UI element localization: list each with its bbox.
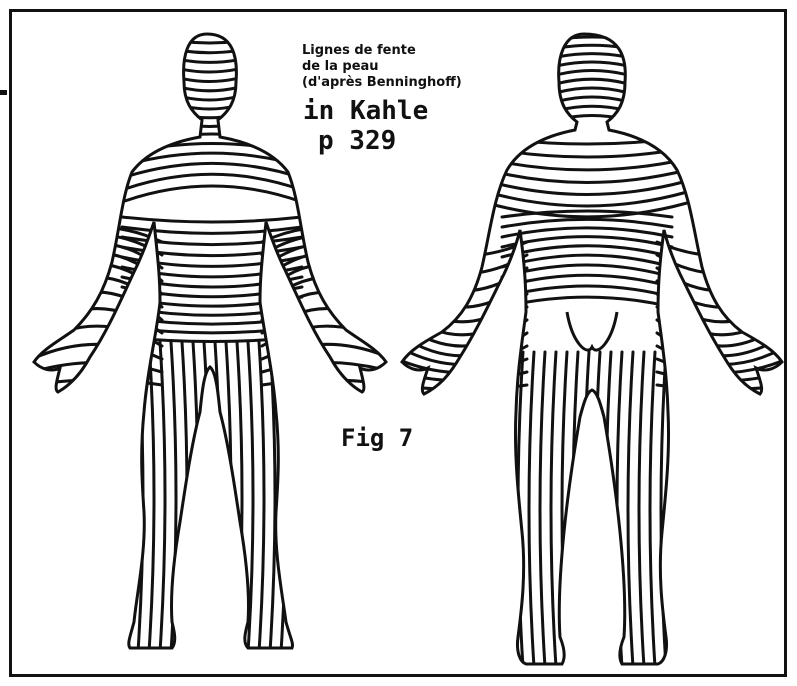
front-leg-line xyxy=(226,342,231,652)
back-arm-line xyxy=(397,242,527,256)
caption-line-3: (d'après Benninghoff) xyxy=(302,75,462,90)
back-head-line xyxy=(552,88,632,94)
front-leg-line xyxy=(149,342,154,652)
front-abdomen-line xyxy=(122,307,302,315)
front-chest-line xyxy=(122,174,302,190)
front-leg-line xyxy=(193,342,198,652)
front-abdomen-line xyxy=(122,267,302,277)
back-leg-line xyxy=(573,352,578,667)
front-chest-line xyxy=(122,186,302,202)
back-arm-line xyxy=(657,372,784,381)
caption-line-2: de la peau xyxy=(302,59,379,74)
figure-frame: Lignes de fente de la peau (d'après Benn… xyxy=(9,9,787,677)
caption-line-1: Lignes de fente xyxy=(302,43,416,58)
gluteal-detail xyxy=(567,312,617,350)
back-leg-line xyxy=(551,352,556,667)
margin-mark xyxy=(0,90,7,95)
back-leg-line xyxy=(650,352,655,667)
front-leg-line xyxy=(127,342,132,652)
back-shoulder-line xyxy=(487,137,687,144)
back-leg-line xyxy=(628,352,633,667)
front-leg-line xyxy=(204,342,209,652)
front-arm-line xyxy=(32,264,162,294)
back-head-line xyxy=(552,97,632,103)
front-arm-line xyxy=(262,380,392,385)
figure-label: Fig 7 xyxy=(341,424,413,452)
front-head-line xyxy=(172,40,247,43)
front-abdomen-line xyxy=(122,217,302,222)
back-arm-line xyxy=(397,372,527,381)
back-head-line xyxy=(552,79,632,85)
back-leg-line xyxy=(529,352,534,667)
front-head-line xyxy=(172,112,247,118)
front-abdomen-line xyxy=(122,327,302,333)
back-head-line xyxy=(552,62,632,67)
front-chest-line xyxy=(122,134,302,142)
front-leg-line xyxy=(292,342,297,652)
back-head-line xyxy=(552,116,632,121)
front-head-line xyxy=(172,49,247,53)
back-shoulder-line xyxy=(487,170,687,182)
front-abdomen-line xyxy=(122,317,302,324)
front-head-line xyxy=(172,103,247,109)
back-shoulder-line xyxy=(487,159,687,170)
front-arm-line xyxy=(262,309,392,333)
back-leg-line xyxy=(507,352,512,667)
back-arm-line xyxy=(397,294,527,322)
back-leg-line xyxy=(639,352,644,667)
front-arm-line xyxy=(32,253,162,281)
back-arm-line xyxy=(657,320,784,346)
back-head-line xyxy=(552,37,632,40)
page-reference: p 329 xyxy=(318,126,396,156)
front-arm-line xyxy=(262,277,392,307)
back-leg-line xyxy=(606,352,611,667)
back-arm-line xyxy=(397,320,527,346)
back-arm-line xyxy=(657,242,784,256)
front-leg-line xyxy=(259,342,264,652)
front-arm-line xyxy=(262,264,392,294)
back-arm-line xyxy=(397,281,527,307)
back-head-line xyxy=(552,71,632,76)
source-reference: in Kahle xyxy=(303,96,428,126)
back-head-line xyxy=(552,54,632,58)
front-head-line xyxy=(172,121,247,126)
back-arm-line xyxy=(397,268,527,291)
back-arm-line xyxy=(397,385,527,390)
front-leg-line xyxy=(237,342,242,652)
front-arm-line xyxy=(32,380,162,385)
back-arm-line xyxy=(657,268,784,291)
front-chest-line xyxy=(122,163,302,178)
back-waist-line xyxy=(502,297,672,307)
back-leg-line xyxy=(540,352,545,667)
front-abdomen-line xyxy=(122,277,302,287)
front-abdomen-line xyxy=(122,257,302,266)
back-view-cleavage-lines xyxy=(397,37,784,667)
back-arm-line xyxy=(657,385,784,390)
front-arm-line xyxy=(32,309,162,333)
back-arm-line xyxy=(657,281,784,307)
front-leg-line xyxy=(160,342,165,652)
back-waist-line xyxy=(502,219,672,227)
front-abdomen-line xyxy=(122,297,302,306)
front-arm-line xyxy=(32,292,162,320)
front-abdomen-line xyxy=(122,337,302,341)
front-arm-line xyxy=(262,253,392,281)
